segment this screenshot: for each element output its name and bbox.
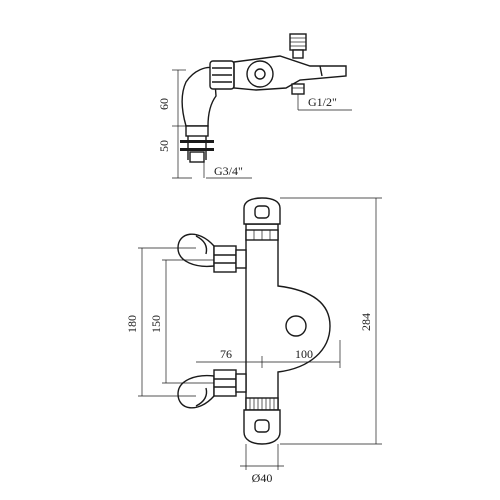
inlet-nut-upper bbox=[213, 245, 237, 273]
pillar-body bbox=[181, 66, 217, 127]
dim-inlet-span-inner: 150 bbox=[149, 315, 163, 333]
side-view: 60 50 G1/2" G3/4" bbox=[157, 33, 352, 179]
dim-left-offset: 76 bbox=[220, 347, 232, 361]
front-view: 180 150 284 76 100 Ø40 bbox=[125, 197, 382, 485]
valve-body bbox=[245, 223, 331, 433]
outlet-thread-label: G1/2" bbox=[308, 95, 337, 109]
inlet-elbow-upper bbox=[177, 233, 247, 273]
dim-right-offset: 100 bbox=[295, 347, 313, 361]
dim-height-upper: 60 bbox=[157, 98, 171, 110]
dim-inlet-span-outer: 180 bbox=[125, 315, 139, 333]
outlet-thread bbox=[291, 83, 305, 95]
spout-body bbox=[233, 55, 347, 91]
dim-height-lower: 50 bbox=[157, 140, 171, 152]
dim-diameter: Ø40 bbox=[252, 471, 273, 485]
inlet-thread-label: G3/4" bbox=[214, 164, 243, 178]
inlet-nut-lower bbox=[213, 369, 237, 397]
dim-overall-height: 284 bbox=[359, 313, 373, 331]
inlet-elbow-lower bbox=[177, 369, 247, 409]
tail-nut bbox=[185, 125, 209, 137]
flow-knob bbox=[285, 315, 307, 337]
